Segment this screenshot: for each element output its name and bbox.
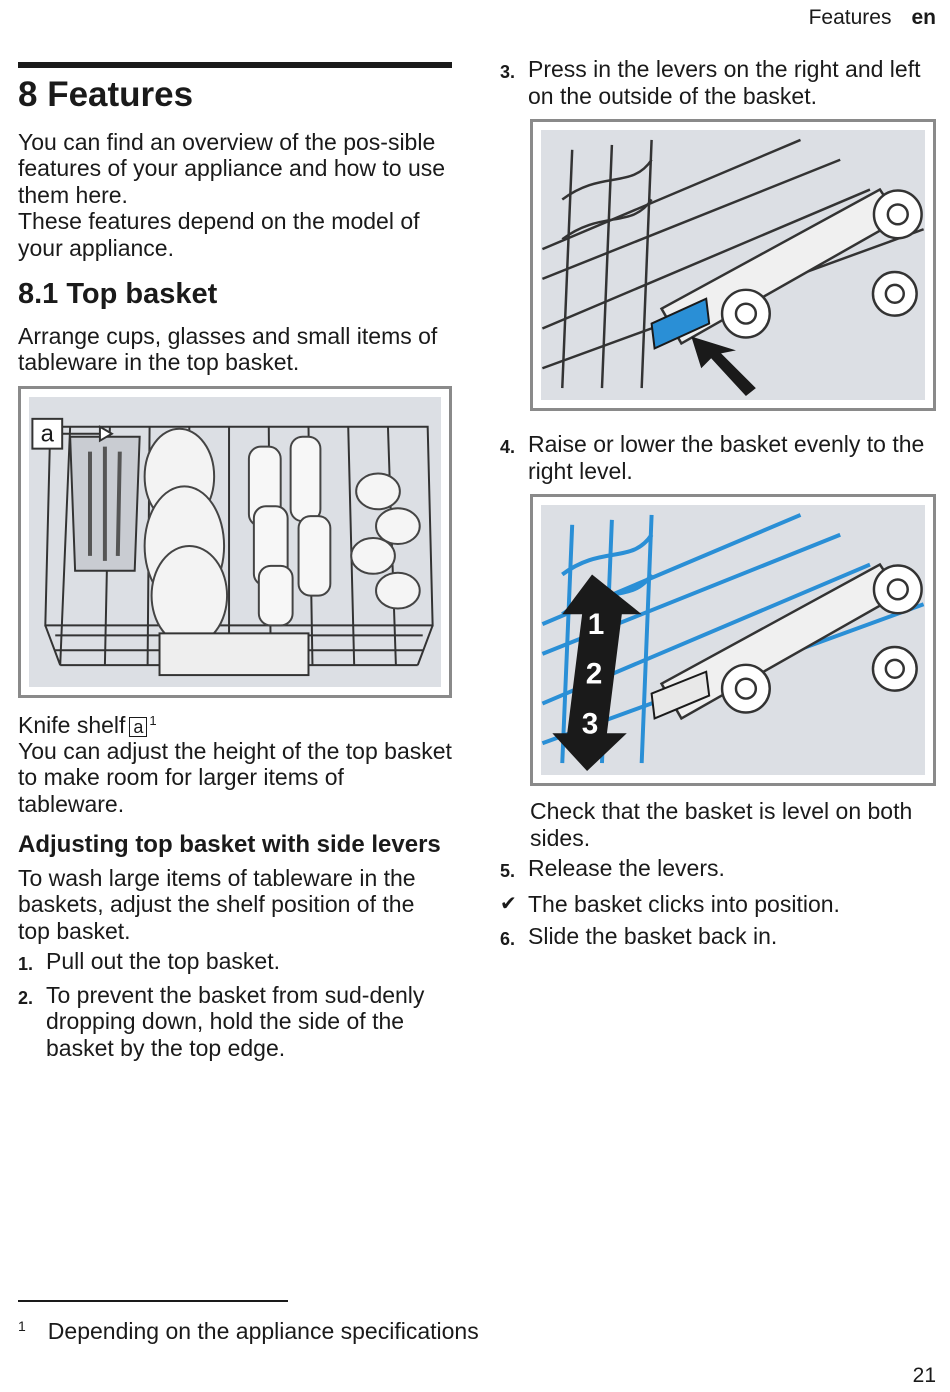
list-item: 6. Slide the basket back in. [500,923,940,953]
figure-label-a: a [41,421,55,448]
checkmark-icon: ✔ [500,892,517,915]
step-number: 1. [18,954,34,975]
running-head-language: en [911,6,936,29]
step-note: Check that the basket is level on both s… [530,798,913,851]
step-number: 3. [500,62,516,82]
chapter-rule [18,62,452,68]
caption-ref-box: a [129,716,148,737]
height-label-1: 1 [588,608,605,641]
step-text: Raise or lower the basket evenly to the … [528,431,925,484]
right-column: 3. Press in the levers on the right and … [500,56,940,953]
step-text: Slide the basket back in. [528,923,778,949]
footnote-text: Depending on the appliance specification… [47,1318,479,1344]
list-item: 1. Pull out the top basket. [18,948,452,978]
list-item: 2. To prevent the basket from sud-denly … [18,982,452,1062]
step-text: To prevent the basket from sud-denly dro… [46,981,425,1061]
basket-height-figure: 1 2 3 [530,494,936,786]
section-title: 8.1 Top basket [18,278,218,310]
running-head: Features en [809,6,936,30]
result-item: ✔ The basket clicks into position. [500,891,940,918]
page-number: 21 [912,1364,936,1387]
top-basket-illustration: a [29,396,441,687]
step-text: Pull out the top basket. [46,948,280,975]
step-number: 6. [500,929,516,949]
footnote-rule [18,1300,288,1302]
chapter-intro: You can find an overview of the pos-sibl… [18,128,446,208]
subsection-title: Adjusting top basket with side levers [18,831,441,859]
footnote-mark: 1 [18,1318,26,1334]
step-text: Press in the levers on the right and lef… [528,56,921,109]
height-label-2: 2 [586,658,603,691]
step-number: 5. [500,861,516,881]
result-text: The basket clicks into position. [528,890,840,917]
top-basket-figure: a [18,385,452,698]
basket-height-illustration: 1 2 3 [541,505,925,775]
step-text: Release the levers. [528,855,725,881]
chapter-intro-note: These features depend on the model of yo… [18,208,420,261]
subsection-intro: To wash large items of tableware in the … [18,864,416,944]
height-label-3: 3 [582,707,599,740]
caption-text: Knife shelf [18,711,126,738]
running-head-section: Features [808,6,892,29]
step-number: 4. [500,437,516,457]
footnote-ref: 1 [149,712,157,728]
chapter-title: 8 Features [18,75,194,114]
left-column: 8 Features You can find an overview of t… [18,62,452,1061]
section-body: You can adjust the height of the top bas… [18,737,452,817]
step-number: 2. [18,987,34,1008]
lever-press-figure [530,119,936,411]
section-intro: Arrange cups, glasses and small items of… [18,322,438,376]
list-item: 5. Release the levers. [500,855,940,885]
lever-press-illustration [541,130,925,400]
list-item: 4. Raise or lower the basket evenly to t… [500,431,940,484]
list-item: 3. Press in the levers on the right and … [500,56,940,109]
footnote: 1 Depending on the appliance specificatio… [18,1318,479,1345]
